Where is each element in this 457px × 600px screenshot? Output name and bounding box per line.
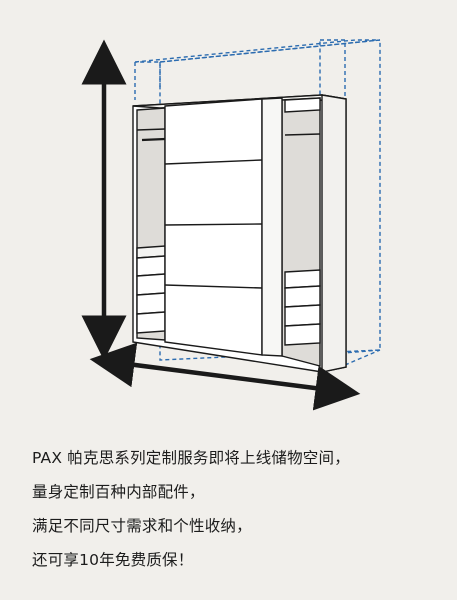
caption-line-1: PAX 帕克思系列定制服务即将上线储物空间，: [32, 449, 350, 467]
width-arrow: [89, 342, 361, 411]
caption-line-3: 满足不同尺寸需求和个性收纳，: [32, 517, 252, 535]
wardrobe-illustration: [81, 39, 381, 411]
caption-line-2: 量身定制百种内部配件，: [32, 483, 205, 501]
caption-text: PAX 帕克思系列定制服务即将上线储物空间， 量身定制百种内部配件， 满足不同尺…: [32, 448, 432, 584]
wardrobe-body: [132, 94, 347, 373]
caption-line-4: 还可享10年免费质保！: [32, 551, 194, 569]
